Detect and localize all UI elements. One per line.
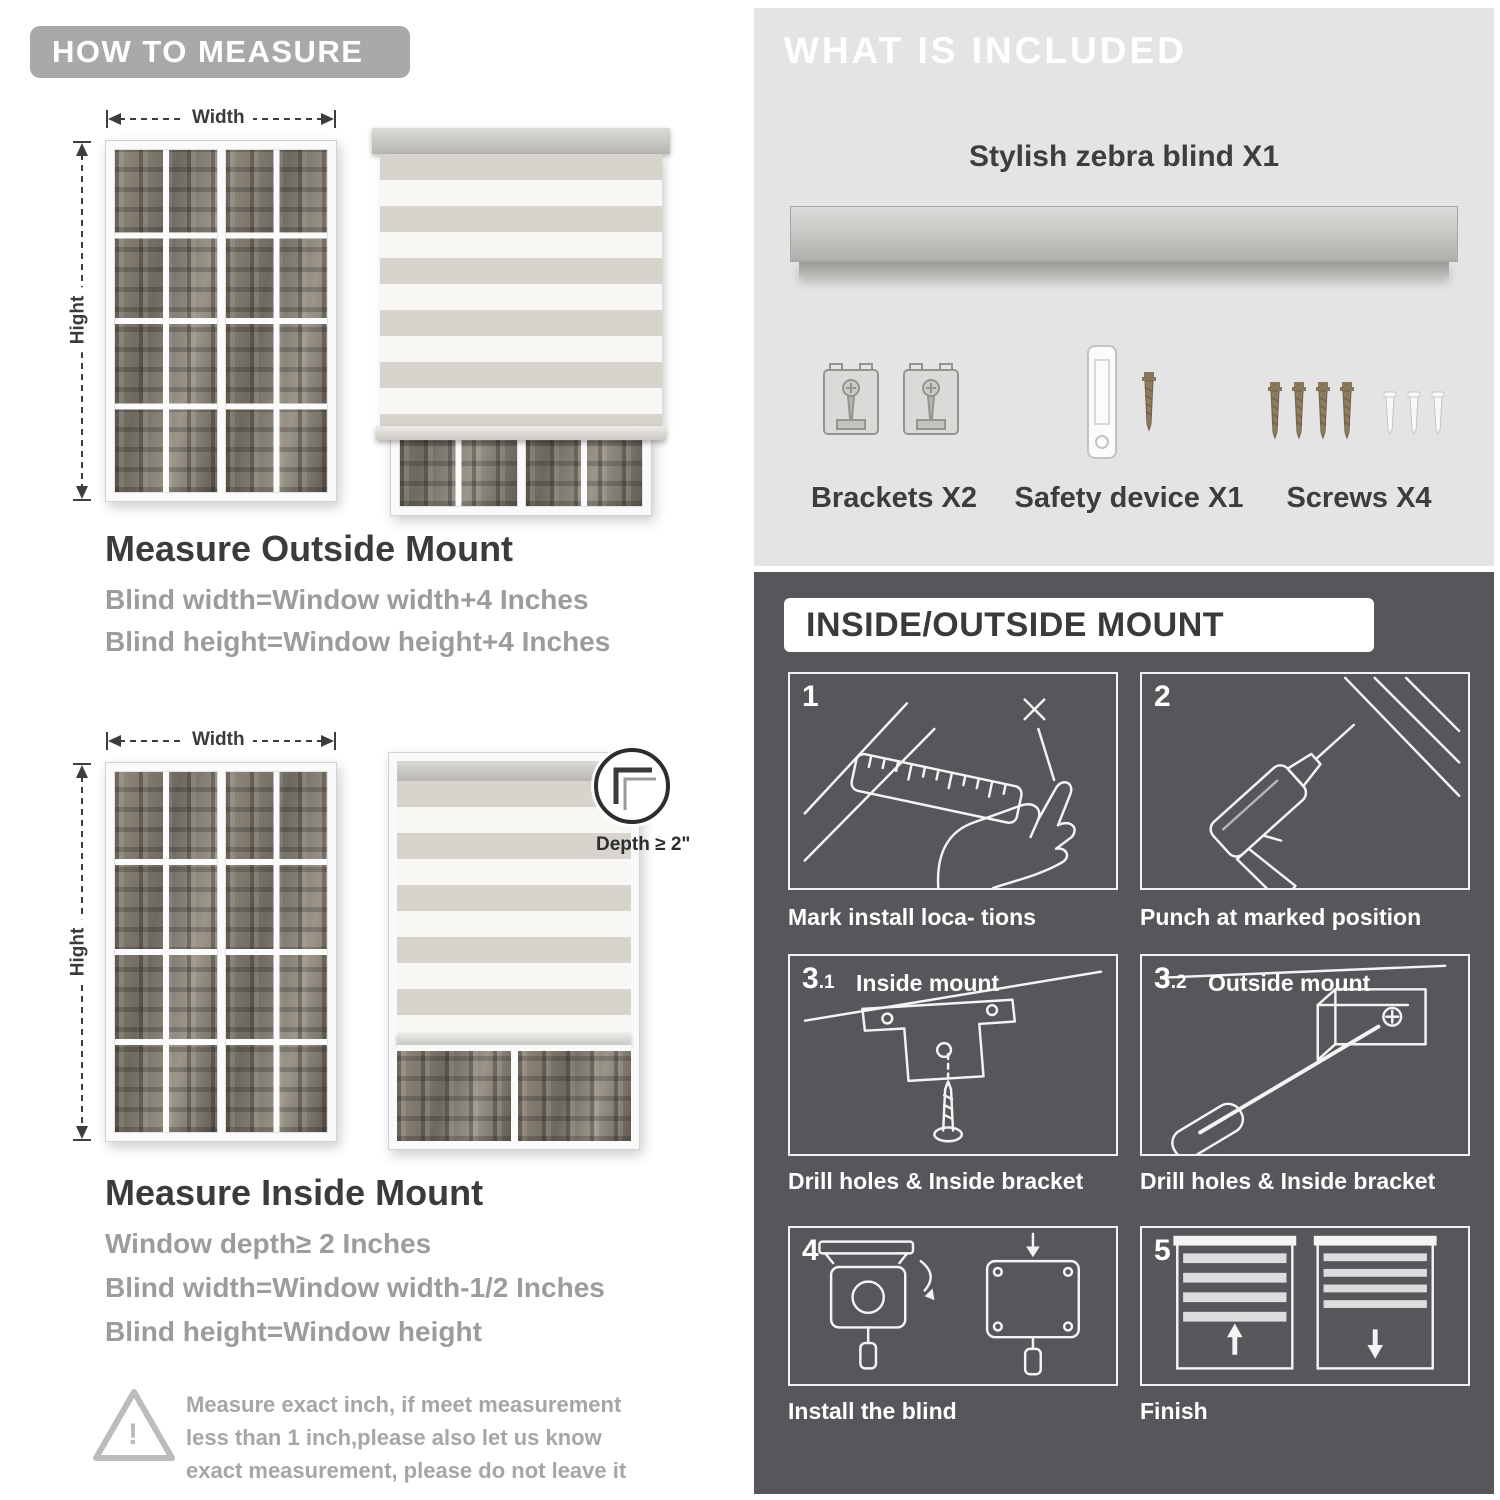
height-label: Hight — [66, 287, 91, 353]
window-frame — [388, 752, 640, 1150]
step-panel-3-1: 3.1 Inside mount — [788, 954, 1118, 1156]
blind-headrail — [372, 128, 670, 154]
step-caption: Drill holes & Inside bracket — [788, 1168, 1084, 1194]
window-sash — [224, 771, 328, 1133]
mark-locations-illustration — [803, 698, 1076, 888]
outside-mount-blind-illustration — [372, 128, 670, 518]
inside-mount-blind-illustration — [388, 752, 640, 1150]
plain-window-illustration — [105, 762, 337, 1142]
outside-rule-width: Blind width=Window width+4 Inches — [105, 584, 589, 615]
inside-outside-mount-section: INSIDE/OUTSIDE MOUNT 1 — [754, 572, 1494, 1494]
step-panel-1: 1 — [788, 672, 1118, 890]
warning-text: Measure exact inch, if meet measurement … — [186, 1392, 627, 1483]
safety-device-icon — [1087, 345, 1156, 459]
step-caption: Drill holes & Inside bracket — [1140, 1168, 1436, 1194]
inside-mount-title: Measure Inside Mount — [105, 1172, 484, 1213]
inside-rule-height: Blind height=Window height — [105, 1316, 482, 1347]
brackets-icon — [823, 363, 959, 435]
screws-label: Screws X4 — [1286, 482, 1432, 514]
plain-window-illustration — [105, 140, 337, 502]
how-to-measure-header: HOW TO MEASURE — [30, 26, 410, 78]
outside-rule-height: Blind height=Window height+4 Inches — [105, 626, 611, 657]
step-panel-5: 5 — [1140, 1226, 1470, 1386]
warning-icon — [93, 1389, 175, 1461]
inside-bracket-illustration — [803, 970, 1103, 1143]
zebra-fabric — [380, 154, 662, 426]
width-label: Width — [184, 728, 253, 752]
blind-bottomrail — [397, 1033, 631, 1045]
step-caption: Install the blind — [788, 1398, 957, 1424]
product-label: Stylish zebra blind X1 — [968, 140, 1280, 173]
step-number: 3.1 — [802, 962, 835, 995]
how-to-measure-title: HOW TO MEASURE — [52, 34, 364, 69]
brackets-label: Brackets X2 — [810, 482, 978, 514]
window-sash — [114, 771, 218, 1133]
outside-bracket-illustration — [1163, 964, 1447, 1154]
step-number: 3.2 — [1154, 962, 1187, 995]
window-pane — [517, 1051, 631, 1141]
step-panel-4: 4 — [788, 1226, 1118, 1386]
step-caption: Punch at marked position — [1140, 904, 1422, 930]
lower-glass — [397, 1045, 631, 1141]
mount-title: INSIDE/OUTSIDE MOUNT — [806, 605, 1225, 644]
finish-illustration — [1173, 1235, 1437, 1370]
inside-rule-width: Blind width=Window width-1/2 Inches — [105, 1272, 605, 1303]
step-caption: Finish — [1140, 1398, 1208, 1424]
zebra-fabric — [397, 781, 631, 1033]
mount-header-bar: INSIDE/OUTSIDE MOUNT — [784, 598, 1374, 652]
what-is-included-section: WHAT IS INCLUDED Stylish zebra blind X1 — [754, 8, 1494, 566]
step-number: 4 — [802, 1234, 819, 1267]
blind-headrail — [397, 761, 631, 781]
step-number: 1 — [802, 680, 819, 713]
width-label: Width — [184, 106, 253, 130]
blind-bottomrail — [376, 426, 666, 440]
step-caption: Mark install loca- tions — [788, 904, 1036, 930]
window-sash — [114, 149, 218, 493]
height-label: Hight — [66, 919, 91, 985]
outside-mount-title: Measure Outside Mount — [105, 528, 514, 569]
window-sash — [224, 149, 328, 493]
drill-illustration — [1209, 676, 1461, 888]
window-pane — [397, 1051, 511, 1141]
screws-icon — [1268, 382, 1445, 440]
warning-exclamation: ! — [128, 1418, 138, 1451]
step-panel-2: 2 — [1140, 672, 1470, 890]
step-badge: Inside mount — [856, 970, 1000, 996]
safety-device-label: Safety device X1 — [1014, 482, 1244, 514]
step-number: 5 — [1154, 1234, 1171, 1267]
what-is-included-title: WHAT IS INCLUDED — [784, 30, 1187, 71]
frame-corner-icon — [613, 767, 656, 810]
inside-rule-depth: Window depth≥ 2 Inches — [105, 1228, 432, 1259]
step-panel-3-2: 3.2 Outside mount — [1140, 954, 1470, 1156]
step-number: 2 — [1154, 680, 1171, 713]
step-badge: Outside mount — [1208, 970, 1371, 996]
zebra-blind-headrail-image — [790, 206, 1458, 278]
install-blind-illustration — [818, 1232, 1080, 1376]
depth-label: Depth ≥ 2" — [596, 834, 691, 855]
depth-detail-circle — [594, 748, 670, 824]
